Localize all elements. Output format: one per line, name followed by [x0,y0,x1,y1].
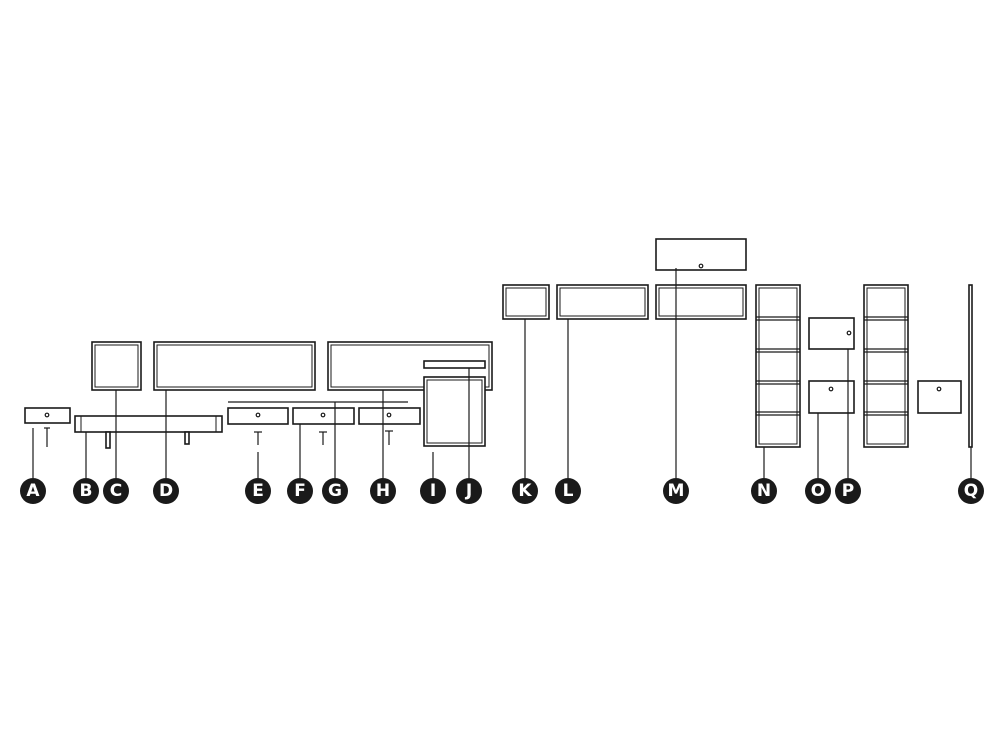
label-badge-c: C [103,478,129,504]
label-e: E [252,481,264,501]
label-badge-e: E [245,478,271,504]
label-badge-l: L [555,478,581,504]
piece-small-drawer-box [917,380,962,414]
label-l: L [563,481,574,501]
leader-lines [32,268,972,478]
label-badge-k: K [512,478,538,504]
label-b: B [80,481,93,501]
label-g: G [328,481,342,501]
piece-o-drawer-front [808,380,855,414]
piece-a-drawer-unit [24,407,71,447]
label-badge-n: N [751,478,777,504]
piece-m-door-panel [655,238,747,271]
piece-p-door [808,317,855,350]
piece-n-tall-bookcase [755,284,801,448]
label-d: D [159,481,173,501]
label-f: F [294,481,306,501]
piece-j-tray [423,360,486,369]
piece-f-drawer [292,407,355,445]
piece-e-drawer [227,407,289,445]
label-k: K [518,481,532,501]
label-badge-o: O [805,478,831,504]
piece-h-drawer [358,407,421,445]
label-badge-p: P [835,478,861,504]
label-n: N [757,481,771,501]
piece-c-cube-shelf [91,341,142,391]
label-h: H [376,481,390,501]
label-badge-h: H [370,478,396,504]
label-i: I [430,481,436,501]
label-badge-b: B [73,478,99,504]
label-badge-f: F [287,478,313,504]
label-badge-j: J [456,478,482,504]
label-badge-q: Q [958,478,984,504]
label-a: A [26,481,40,501]
piece-d-long-cabinet [153,341,316,391]
label-p: P [842,481,854,501]
piece-k-small-wall-box [502,284,550,320]
label-badge-a: A [20,478,46,504]
label-badge-g: G [322,478,348,504]
label-q: Q [964,481,978,501]
label-m: M [668,481,685,501]
piece-second-tall-bookcase [863,284,909,448]
piece-i-open-box [423,376,486,447]
label-badge-i: I [420,478,446,504]
label-badge-m: M [663,478,689,504]
piece-b-low-bench [74,415,223,449]
piece-m-wall-box-lower [655,284,747,320]
piece-l-wall-box [556,284,649,320]
label-j: J [465,481,472,501]
label-badge-d: D [153,478,179,504]
label-c: C [110,481,122,501]
label-o: O [811,481,825,501]
piece-q-side-panel [968,284,973,448]
